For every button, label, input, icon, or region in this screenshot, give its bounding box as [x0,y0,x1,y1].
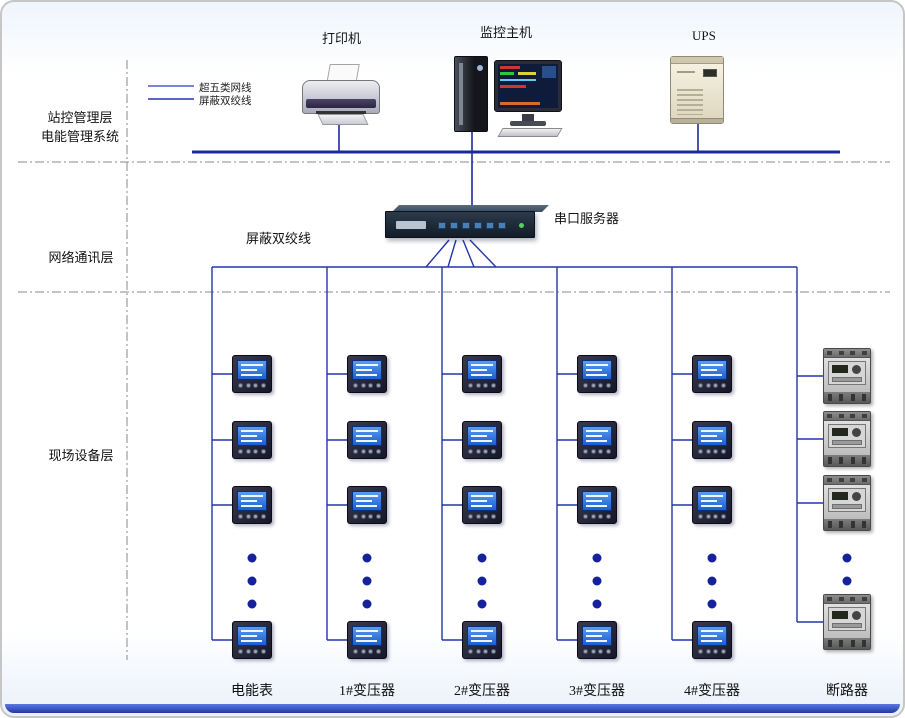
power-meter-device [577,421,617,459]
serial-server-front [385,211,535,238]
power-meter-device [692,421,732,459]
column-label: 2#变压器 [454,684,510,699]
circuit-breaker-device [823,594,871,650]
ups-vents [677,89,703,115]
monitoring-host-label: 监控主机 [480,25,533,40]
ups-display [703,69,717,77]
printer-accent-band [306,99,376,108]
ups-top-strip [671,57,723,64]
power-meter-device [232,421,272,459]
layer-label-station: 站控管理层 电能管理系统 [30,108,130,146]
legend-label-shielded-twisted-pair: 屏蔽双绞线 [199,96,252,107]
pc-power-button [477,65,483,71]
power-meter-device [347,355,387,393]
printer-device [302,64,380,126]
continuation-dots [247,553,852,609]
monitor-base [510,121,546,126]
scada-screen [498,64,558,108]
serial-server-badge [396,221,426,229]
power-meter-device [462,621,502,659]
circuit-breaker-device [823,475,871,531]
power-meter-device [462,486,502,524]
ethernet-bus-wires [192,124,840,205]
power-meter-device [462,355,502,393]
column-label: 4#变压器 [684,684,740,699]
serial-server-led [519,223,524,228]
ups-foot [671,118,723,123]
power-meter-device [577,621,617,659]
pc-tower [454,56,488,132]
serial-server-ports [438,222,506,229]
pc-monitor [494,60,562,112]
power-meter-device [232,621,272,659]
power-meter-device [692,486,732,524]
monitoring-host-device [454,54,564,138]
serial-server-label: 串口服务器 [554,211,620,226]
legend-label-cat5e: 超五类网线 [199,83,252,94]
power-meter-device [347,621,387,659]
power-meter-device [692,621,732,659]
column-label: 电能表 [231,684,273,699]
pc-tower-stripe [459,63,463,125]
ups-device [670,56,724,124]
printer-tray [317,114,369,125]
bottom-accent-band [5,704,900,713]
serial-server-device [385,205,549,241]
shielded-twisted-pair-label: 屏蔽双绞线 [246,231,312,246]
power-meter-device [232,355,272,393]
printer-label: 打印机 [322,31,362,46]
layer-label-network: 网络通讯层 [48,250,114,265]
field-bus-wires [211,239,823,641]
layer-separator-lines [18,60,890,660]
power-meter-device [577,486,617,524]
ups-panel-line [677,71,695,73]
power-meter-device [347,421,387,459]
printer-body [302,80,380,114]
keyboard [497,128,563,137]
circuit-breaker-device [823,348,871,404]
monitor-stand [522,114,534,121]
layer-label-station-line2: 电能管理系统 [40,129,119,144]
power-meter-device [232,486,272,524]
column-label: 3#变压器 [569,684,625,699]
power-meter-device [462,421,502,459]
column-label: 1#变压器 [339,684,395,699]
power-meter-device [347,486,387,524]
column-label: 断路器 [826,684,868,699]
ups-label: UPS [692,28,716,43]
circuit-breaker-device [823,411,871,467]
printer-output-slot [316,111,366,114]
power-meter-device [692,355,732,393]
layer-label-station-line1: 站控管理层 [47,110,113,125]
power-meter-device [577,355,617,393]
legend-line-samples [148,85,194,100]
layer-label-field: 现场设备层 [48,448,114,463]
